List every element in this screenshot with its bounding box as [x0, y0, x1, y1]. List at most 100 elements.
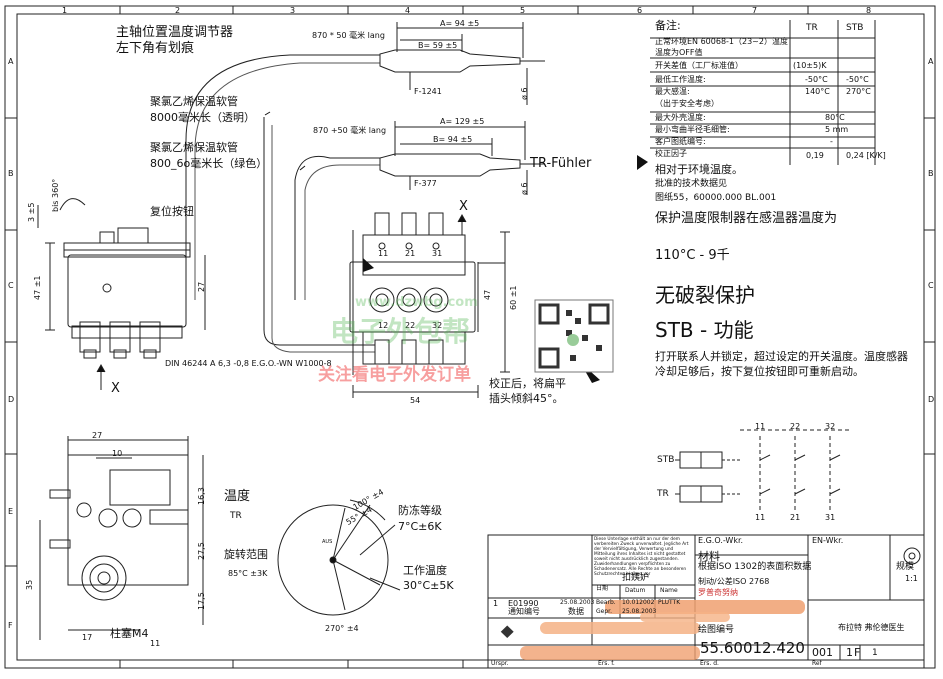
person-label: 布拉特 弗伦德医生: [838, 623, 905, 632]
datum-label: Datum: [625, 587, 646, 594]
dim-dia: ø 6: [520, 182, 529, 195]
plug-label: 柱塞M4: [110, 627, 149, 640]
dim-11: 11: [150, 639, 161, 648]
ego-wkr: E.G.O.-Wkr.: [698, 536, 744, 545]
ref-number: 1: [872, 648, 878, 658]
fuqi-label: 扣姨妒: [622, 573, 650, 583]
schematic-num: 32: [825, 422, 836, 431]
row-label: A: [8, 57, 14, 66]
tr-sensor-label: TR-Fühler: [530, 156, 592, 171]
caption-hose1: 聚氯乙烯保温软管: [150, 95, 238, 108]
range-value: 85°C ±3K: [228, 569, 268, 578]
work-temp-value: 30°C±5K: [403, 579, 454, 592]
angle-label: bis 360°: [51, 178, 60, 212]
terminal-number: 22: [405, 321, 416, 330]
capillary-length: 870 * 50 毫米 lang: [312, 31, 385, 40]
dim-16-3: 16,3: [197, 487, 206, 505]
no-break-title: 无破裂保护: [655, 283, 755, 307]
dim-27: 27: [197, 281, 206, 292]
note-row-tr: 5 mm: [825, 125, 849, 134]
drawing-no-label: 绘图编号: [698, 625, 735, 635]
stb-function-title: STB - 功能: [655, 318, 754, 342]
ref-label: Ref: [812, 660, 822, 667]
date3: 25.08.2003: [622, 608, 657, 615]
terminal-number: 32: [432, 321, 443, 330]
approved-note: 批准的技术数据见: [655, 179, 728, 189]
temp-label: 温度: [224, 489, 251, 504]
ersd-label: Ers. d.: [700, 660, 719, 667]
part-f: F-1241: [414, 87, 442, 96]
dim-35: 35: [25, 579, 34, 590]
note-row-tr: 80°C: [825, 113, 845, 122]
note-row-label: 最低工作温度:: [655, 75, 706, 84]
view-x-label: X: [111, 381, 120, 396]
notes-header: 备注:: [655, 19, 681, 32]
aus-label: AUS: [322, 539, 333, 545]
row-label: C: [8, 281, 14, 290]
note-row-stb: 0,24 [K/K]: [846, 151, 886, 160]
relative-note: 相对于环境温度。: [655, 163, 743, 176]
redaction-smudge: [520, 600, 805, 660]
dim-10: 10: [112, 449, 123, 458]
scale-label: 规模: [896, 562, 915, 572]
dim-27: 27: [92, 431, 103, 440]
watermark-site: www.dzwbg.com: [355, 295, 478, 310]
dim-47: 47: [483, 289, 492, 300]
dim-a: A= 94 ±5: [440, 19, 480, 28]
protection-temp: 110°C - 9千: [655, 248, 730, 263]
dim-b: B= 59 ±5: [418, 41, 458, 50]
col-label: 4: [405, 6, 411, 15]
note-row-label: 客户图纸编号:: [655, 137, 706, 146]
note-row-label: 最小弯曲半径毛细管:: [655, 125, 730, 134]
terminal-number: 31: [432, 249, 443, 258]
work-temp-label: 工作温度: [403, 564, 447, 577]
frost-label: 防冻等级: [398, 504, 442, 517]
row-label: F: [8, 621, 13, 630]
material-label: 材料: [698, 550, 720, 563]
caption-hose2: 聚氯乙烯保温软管: [150, 141, 238, 154]
schematic-stb: STB: [657, 455, 675, 465]
note-row-stb: 270°C: [846, 87, 871, 96]
row-label: E: [8, 507, 14, 516]
gepr-label: Gepr.: [596, 608, 612, 615]
dim-17: 17: [82, 633, 93, 642]
iso1302: 根据ISO 1302的表面积数据: [698, 562, 812, 572]
stb-description: 打开联系人并锁定，超过设定的开关温度。温度感器: [655, 350, 908, 363]
row-label: A: [928, 57, 934, 66]
dict-label: 罗普奇努纳: [698, 588, 738, 597]
note-row-label: 温度为OFF值: [655, 48, 703, 57]
schematic-num: 11: [755, 422, 766, 431]
dim-b: B= 94 ±5: [433, 135, 473, 144]
date-label: 日期: [596, 585, 609, 592]
terminal-number: 12: [378, 321, 389, 330]
sheet: 1: [846, 646, 853, 659]
capillary-length: 870 +50 毫米 lang: [313, 126, 387, 135]
col-label: 8: [866, 6, 872, 15]
bearb-label: Bearb.: [596, 599, 616, 606]
protection-text: 保护温度限制器在感温器温度为: [655, 211, 838, 226]
urspr-label: Urspr.: [491, 660, 509, 667]
col-label: 2: [175, 6, 181, 15]
ego-logo-icon: ⯁: [500, 623, 515, 644]
iso2768: 制动/公差ISO 2768: [698, 577, 770, 586]
date2: 10.012002: [622, 599, 655, 606]
row-label: D: [8, 395, 15, 404]
ersf-label: Ers. f.: [598, 660, 615, 667]
watermark-brand: 电子外包帮: [330, 315, 471, 348]
format: F: [854, 646, 861, 659]
change-index: 1: [493, 599, 499, 608]
schematic-num: 31: [825, 513, 836, 522]
dim-a: A= 129 ±5: [440, 117, 485, 126]
angle-270: 270° ±4: [325, 624, 359, 633]
data-label: 数据: [568, 607, 584, 616]
dim-54: 54: [410, 396, 421, 405]
row-label: C: [928, 281, 934, 290]
caption-hose2-len: 800_6o毫米长（绿色）: [150, 157, 268, 170]
col-label: 1: [62, 6, 68, 15]
range-label: 旋转范围: [224, 548, 268, 561]
col-label: 3: [290, 6, 296, 15]
qr-code: [534, 299, 614, 373]
din-spec: DIN 46244 A 6,3 -0,8 E.G.O.-WN W1000-8: [165, 359, 332, 368]
